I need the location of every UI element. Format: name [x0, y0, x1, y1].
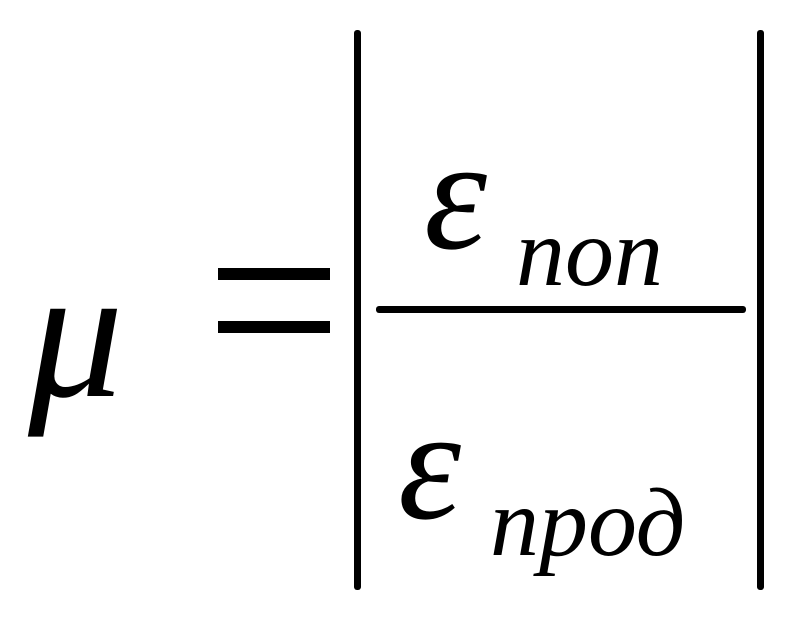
absolute-value-right-bar — [757, 30, 764, 590]
mu-symbol: μ — [28, 228, 124, 438]
numerator-epsilon: ε — [424, 105, 488, 283]
numerator-subscript: пoп — [516, 199, 663, 307]
fraction-line — [376, 306, 746, 313]
absolute-value-left-bar — [354, 30, 361, 590]
denominator-subscript: прод — [490, 469, 686, 577]
equals-sign-top-bar — [218, 268, 330, 280]
equals-sign-bottom-bar — [218, 321, 330, 333]
denominator-epsilon: ε — [398, 375, 462, 553]
